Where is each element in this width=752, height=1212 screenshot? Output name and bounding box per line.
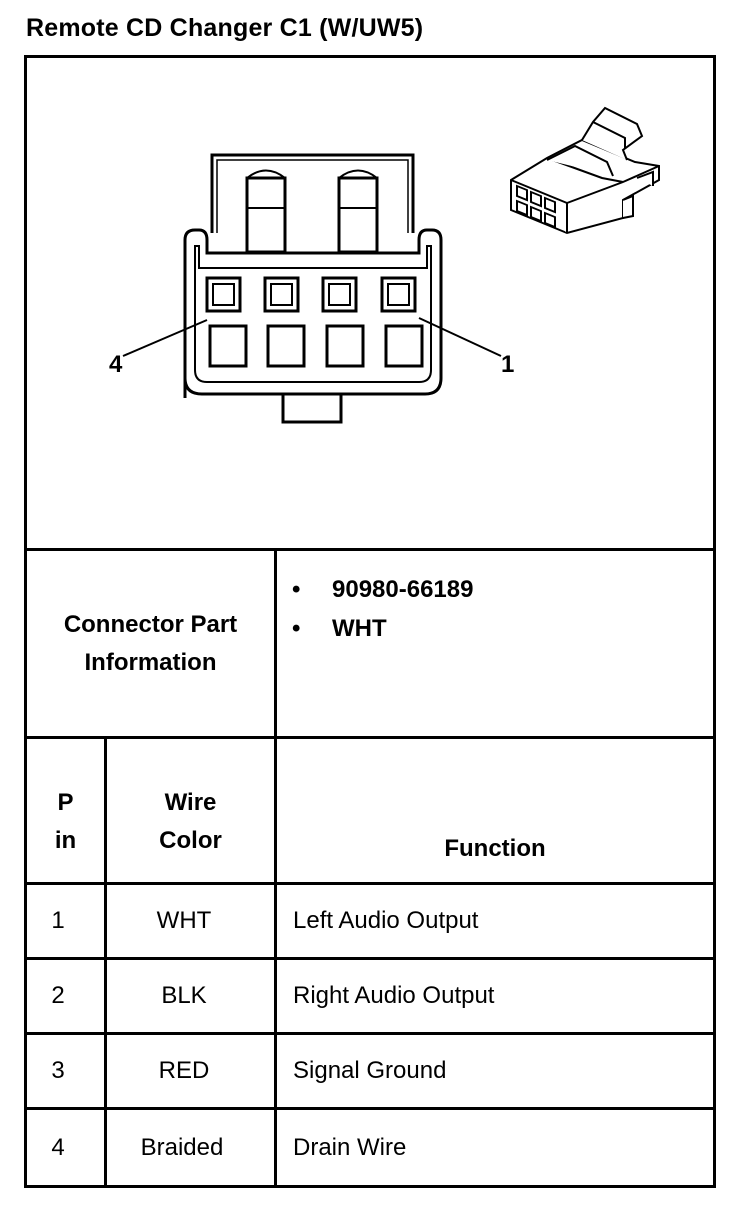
cell-function-3: Signal Ground (293, 1057, 447, 1084)
divider-connector-info (24, 736, 716, 739)
divider-row-1 (24, 957, 716, 960)
header-wire-line2: Color (159, 827, 222, 854)
header-pin-line1: P (57, 789, 74, 816)
connector-iso-illustration (510, 106, 660, 235)
divider-info-column (274, 548, 277, 1188)
list-item: • WHT (292, 609, 473, 648)
header-wire-line1: Wire (164, 789, 217, 816)
divider-row-3 (24, 1107, 716, 1110)
connector-part-number: 90980-66189 (332, 575, 474, 603)
header-pin: P in (27, 774, 104, 870)
connector-info-label: Connector Part Information (27, 551, 274, 736)
divider-row-2 (24, 1032, 716, 1035)
page-title: Remote CD Changer C1 (W/UW5) (26, 14, 424, 42)
cell-wire-2: BLK (161, 982, 207, 1009)
bullet-icon: • (292, 575, 301, 603)
cell-wire-4: Braided (140, 1133, 224, 1161)
header-pin-line2: in (54, 827, 77, 854)
cell-wire-1: WHT (156, 907, 212, 934)
connector-info-label-line1: Connector Part (63, 610, 238, 638)
header-function: Function (444, 835, 546, 862)
bullet-icon: • (292, 614, 301, 642)
divider-header (24, 882, 716, 885)
list-item: • 90980-66189 (292, 570, 473, 609)
connector-table-frame (24, 55, 716, 1188)
cell-function-1: Left Audio Output (293, 907, 479, 934)
connector-diagram: 4 1 (109, 106, 660, 424)
pin-callout-left: 4 (109, 351, 123, 378)
pin-callout-right: 1 (501, 351, 514, 378)
cell-pin-2: 2 (51, 982, 65, 1009)
connector-color: WHT (332, 614, 387, 642)
cell-pin-4: 4 (51, 1133, 65, 1161)
divider-diagram (24, 548, 716, 551)
cell-pin-1: 1 (51, 907, 65, 934)
header-wire-color: Wire Color (107, 774, 274, 870)
cell-function-2: Right Audio Output (293, 982, 495, 1009)
divider-pin-column (104, 736, 107, 1188)
cell-wire-3: RED (158, 1057, 210, 1084)
connector-info-list: • 90980-66189 • WHT (292, 570, 473, 648)
connector-info-label-line2: Information (84, 648, 217, 676)
cell-pin-3: 3 (51, 1057, 65, 1084)
cell-function-4: Drain Wire (293, 1133, 407, 1161)
